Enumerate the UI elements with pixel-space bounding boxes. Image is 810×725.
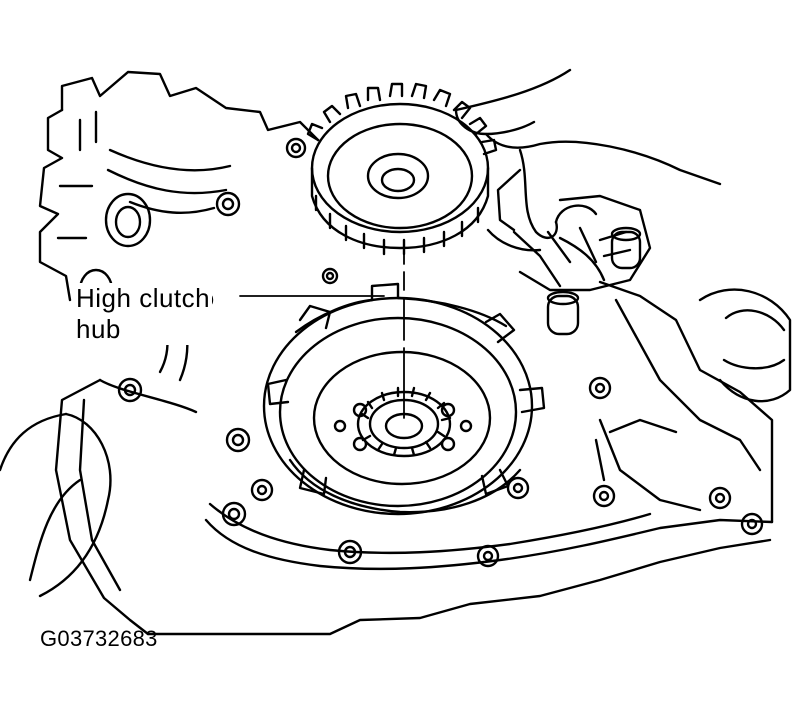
label-line-2: hub: [76, 314, 121, 344]
clutch-drum-housing: [262, 282, 546, 516]
label-line-1: High clutch: [76, 283, 211, 313]
outlet-pipe: [0, 412, 112, 598]
central-shaft: [333, 386, 473, 458]
bolt-holes: [117, 137, 764, 568]
figure-code: G03732683: [40, 626, 158, 651]
high-clutch-hub: [306, 82, 498, 256]
technician-hands: [454, 68, 722, 282]
high-clutch-hub-label: High clutch hub: [74, 283, 213, 345]
